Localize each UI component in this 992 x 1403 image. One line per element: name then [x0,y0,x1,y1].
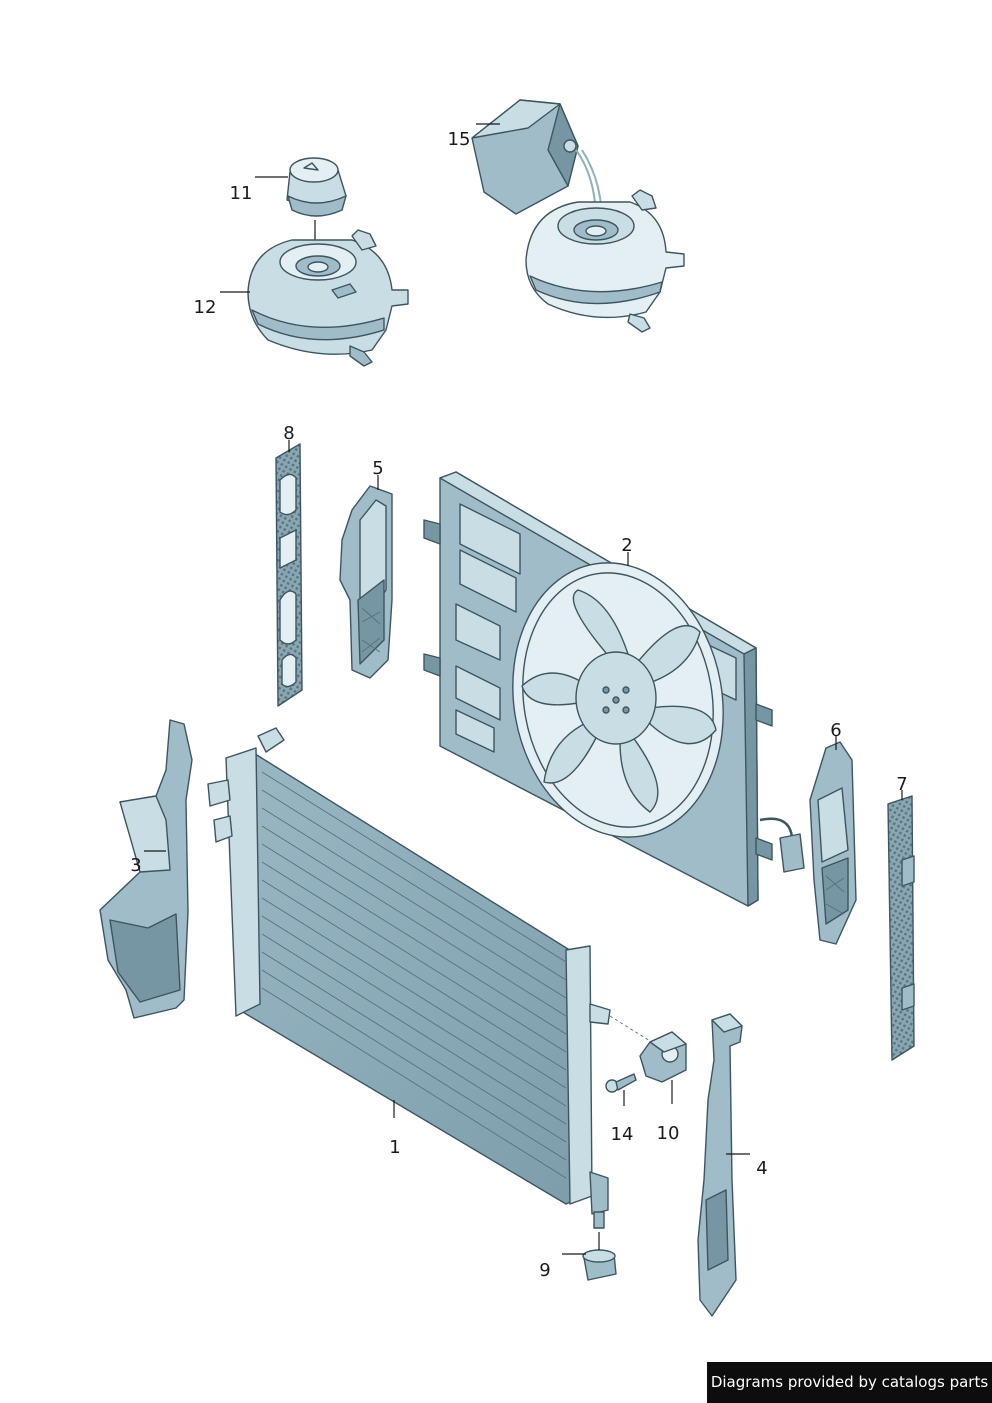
air-duct-part-4 [697,1013,743,1317]
callouts: 1 2 3 4 5 6 7 8 [130,123,908,1281]
credit-banner: Diagrams provided by catalogs parts [707,1362,992,1403]
air-guide-part-5 [339,485,393,679]
svg-text:5: 5 [372,458,383,479]
callout-4: 4 [726,1153,768,1179]
fan-blades [521,589,717,813]
callout-2: 2 [621,535,633,566]
svg-text:12: 12 [194,297,217,318]
callout-15: 15 [448,123,500,150]
fan-shroud-part-2 [423,471,805,907]
callout-5: 5 [372,458,384,490]
coolant-fill-part-15 [471,99,685,333]
callout-12: 12 [194,291,250,318]
callout-10: 10 [657,1080,680,1144]
expansion-tank-part-12 [247,229,409,367]
svg-text:4: 4 [756,1158,767,1179]
callout-3: 3 [130,850,166,876]
svg-text:9: 9 [539,1260,550,1281]
svg-text:8: 8 [283,423,294,444]
callout-7: 7 [896,774,908,800]
air-guide-part-6 [809,741,857,945]
radiator-part-1 [207,727,659,1229]
callout-14: 14 [611,1090,634,1145]
callout-8: 8 [283,423,295,452]
grille-part-7 [887,795,915,1061]
radiator-fins [261,771,567,1179]
svg-text:3: 3 [130,855,141,876]
callout-11: 11 [230,176,288,204]
bracket-part-10 [639,1031,687,1083]
svg-text:2: 2 [621,535,632,556]
drain-plug-part-9 [582,1232,617,1281]
svg-text:11: 11 [230,183,253,204]
air-duct-part-3 [99,719,193,1019]
svg-text:1: 1 [389,1137,400,1158]
callout-1: 1 [389,1100,401,1158]
svg-text:14: 14 [611,1124,634,1145]
callout-9: 9 [539,1253,586,1281]
svg-text:7: 7 [896,774,907,795]
svg-text:15: 15 [448,129,471,150]
svg-text:10: 10 [657,1123,680,1144]
screw-part-14 [605,1073,637,1093]
svg-text:6: 6 [830,720,841,741]
callout-6: 6 [830,720,842,750]
seal-strip-part-8 [275,443,303,707]
cap-part-11 [286,157,347,260]
